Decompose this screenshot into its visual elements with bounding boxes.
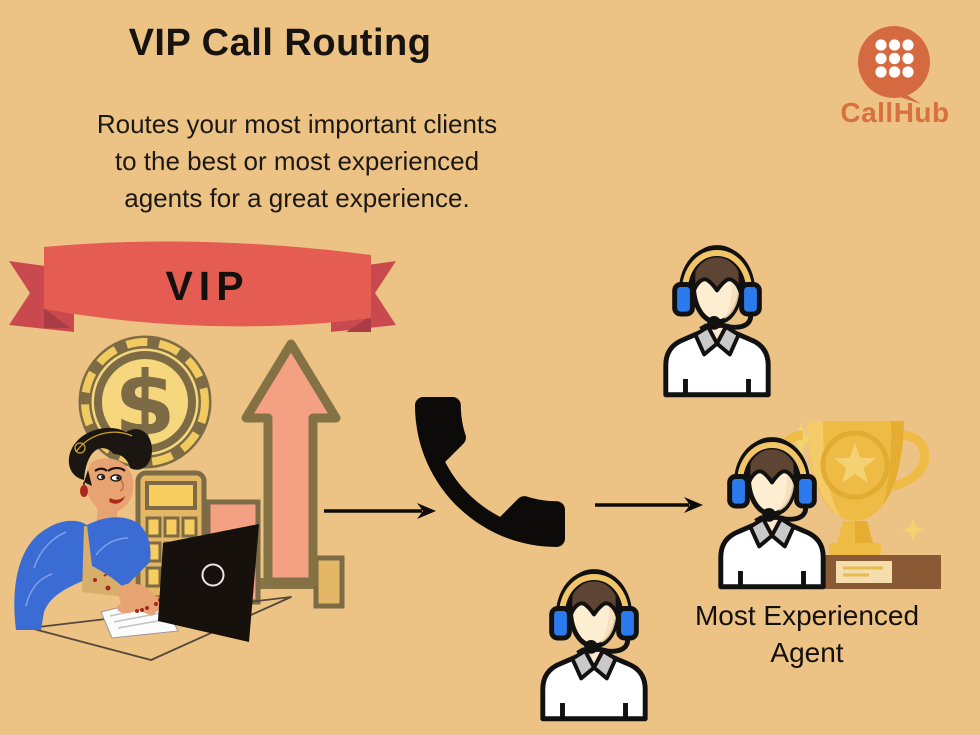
agent-icon-bottom <box>530 557 658 723</box>
laptop-icon <box>158 524 259 642</box>
vip-ribbon-label: VIP <box>165 263 250 309</box>
up-arrow-icon <box>241 339 341 587</box>
flow-arrow-1-icon <box>320 498 440 524</box>
page-title: VIP Call Routing <box>128 22 432 64</box>
flow-arrow-2-icon <box>592 492 707 518</box>
vip-ribbon-banner <box>0 240 405 340</box>
woman-at-laptop <box>14 427 152 630</box>
agent-icon-most-experienced <box>708 425 836 591</box>
phone-icon <box>390 372 590 572</box>
agent-icon-top <box>653 233 781 399</box>
caller-illustration: $ <box>0 330 360 675</box>
brand-name: CallHub <box>840 97 950 128</box>
callhub-logo-icon <box>855 18 939 110</box>
chart-bar-small <box>313 555 345 609</box>
destination-label: Most Experienced Agent <box>694 600 920 668</box>
page-subtitle: Routes your most important clients to th… <box>96 109 498 213</box>
